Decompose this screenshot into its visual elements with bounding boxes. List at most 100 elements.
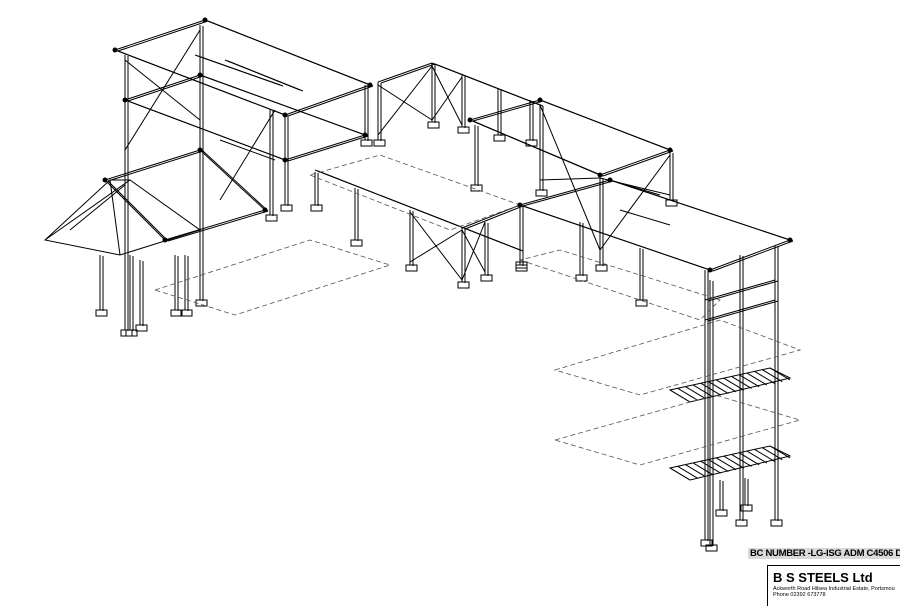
base-plate: [515, 264, 528, 272]
node: [597, 172, 603, 178]
node: [197, 147, 203, 153]
base-plate: [265, 214, 278, 222]
roof-frame: [117, 20, 209, 52]
member: [704, 279, 776, 301]
brace: [377, 65, 433, 136]
node: [262, 207, 268, 213]
grating-bar: [769, 445, 791, 459]
base-plate: [125, 329, 138, 337]
drawing-reference: BC NUMBER -LG-ISG ADM C4506 DRA: [748, 548, 900, 559]
base-plate: [770, 519, 783, 527]
base-plate: [595, 264, 608, 272]
brace: [219, 139, 276, 161]
grating-bar: [731, 454, 752, 467]
mid-frame: [127, 75, 204, 102]
base-plate: [740, 504, 753, 512]
base-plate: [457, 281, 470, 289]
grating-bar: [677, 387, 698, 401]
node: [667, 147, 673, 153]
floor-outline: [153, 239, 392, 316]
member: [377, 62, 433, 83]
brace: [431, 76, 463, 121]
grating-bar: [731, 376, 752, 389]
roof-frame: [472, 120, 604, 177]
base-plate: [715, 509, 728, 517]
member: [464, 205, 524, 230]
mid-frame: [202, 75, 369, 137]
grating-bar: [723, 377, 745, 391]
roof-frame: [602, 150, 674, 177]
base-plate: [95, 309, 108, 317]
lower-frame: [104, 149, 201, 181]
grating-bar: [746, 450, 768, 464]
member: [619, 209, 671, 226]
node: [367, 82, 373, 88]
mid-frame: [124, 74, 201, 101]
brace: [377, 84, 433, 121]
grating-bar: [715, 379, 737, 393]
base-plate: [310, 204, 323, 212]
grating-bar: [738, 452, 760, 466]
grating-bar: [700, 382, 722, 396]
member: [707, 280, 779, 302]
base-plate: [493, 134, 506, 142]
roof-frame: [519, 179, 611, 206]
member: [69, 184, 126, 231]
node: [467, 117, 473, 123]
title-block: B S STEELS Ltd Ackworth Road Hilsea Indu…: [767, 565, 900, 606]
grating-bar: [738, 374, 760, 388]
brace: [539, 104, 601, 251]
roof-frame: [709, 239, 791, 271]
member: [704, 299, 776, 321]
phone-line: Phone 02392 673778: [773, 592, 826, 598]
base-plate: [470, 184, 483, 192]
member: [317, 170, 524, 252]
grating-bar: [677, 465, 698, 479]
base-plate: [280, 204, 293, 212]
roof-frame: [469, 99, 541, 121]
member: [227, 60, 304, 92]
grating-bar: [723, 455, 745, 469]
base-plate: [457, 126, 470, 134]
grating: [668, 367, 792, 403]
base-plate: [373, 139, 386, 147]
address-line: Ackworth Road Hilsea Industrial Estate, …: [773, 586, 895, 592]
node: [607, 177, 613, 183]
platform-outline: [553, 394, 802, 466]
company-address: Ackworth Road Hilsea Industrial Estate, …: [773, 586, 895, 598]
platform-outline: [553, 319, 802, 396]
mid-frame: [127, 100, 289, 162]
brace: [431, 65, 463, 126]
grating-bar: [669, 389, 691, 403]
roof-frame: [612, 180, 794, 242]
base-plate: [405, 264, 418, 272]
connection-nodes: [102, 17, 793, 273]
grating-bar: [754, 370, 775, 384]
floor-outlines: [153, 154, 802, 466]
mid-frame: [284, 134, 366, 161]
member: [380, 63, 436, 84]
grating-bar: [754, 448, 775, 462]
steel-frame-members: [43, 19, 794, 552]
member: [44, 179, 131, 241]
grating-bar: [692, 384, 714, 398]
brace: [539, 177, 601, 181]
roof-frame: [207, 20, 374, 87]
grating-bar: [715, 457, 737, 471]
node: [162, 237, 168, 243]
node: [282, 112, 288, 118]
brace: [409, 229, 463, 263]
grating-bar: [708, 381, 729, 394]
base-plate: [427, 121, 440, 129]
grating-bar: [762, 447, 783, 461]
grating-bar: [692, 462, 714, 476]
roof-frame: [599, 149, 671, 176]
base-plate: [575, 274, 588, 282]
base-plate: [525, 139, 538, 147]
lower-frame: [202, 150, 269, 212]
floor-outline: [518, 249, 721, 321]
node: [197, 72, 203, 78]
base-plate: [360, 139, 373, 147]
grating-bar: [669, 467, 691, 481]
